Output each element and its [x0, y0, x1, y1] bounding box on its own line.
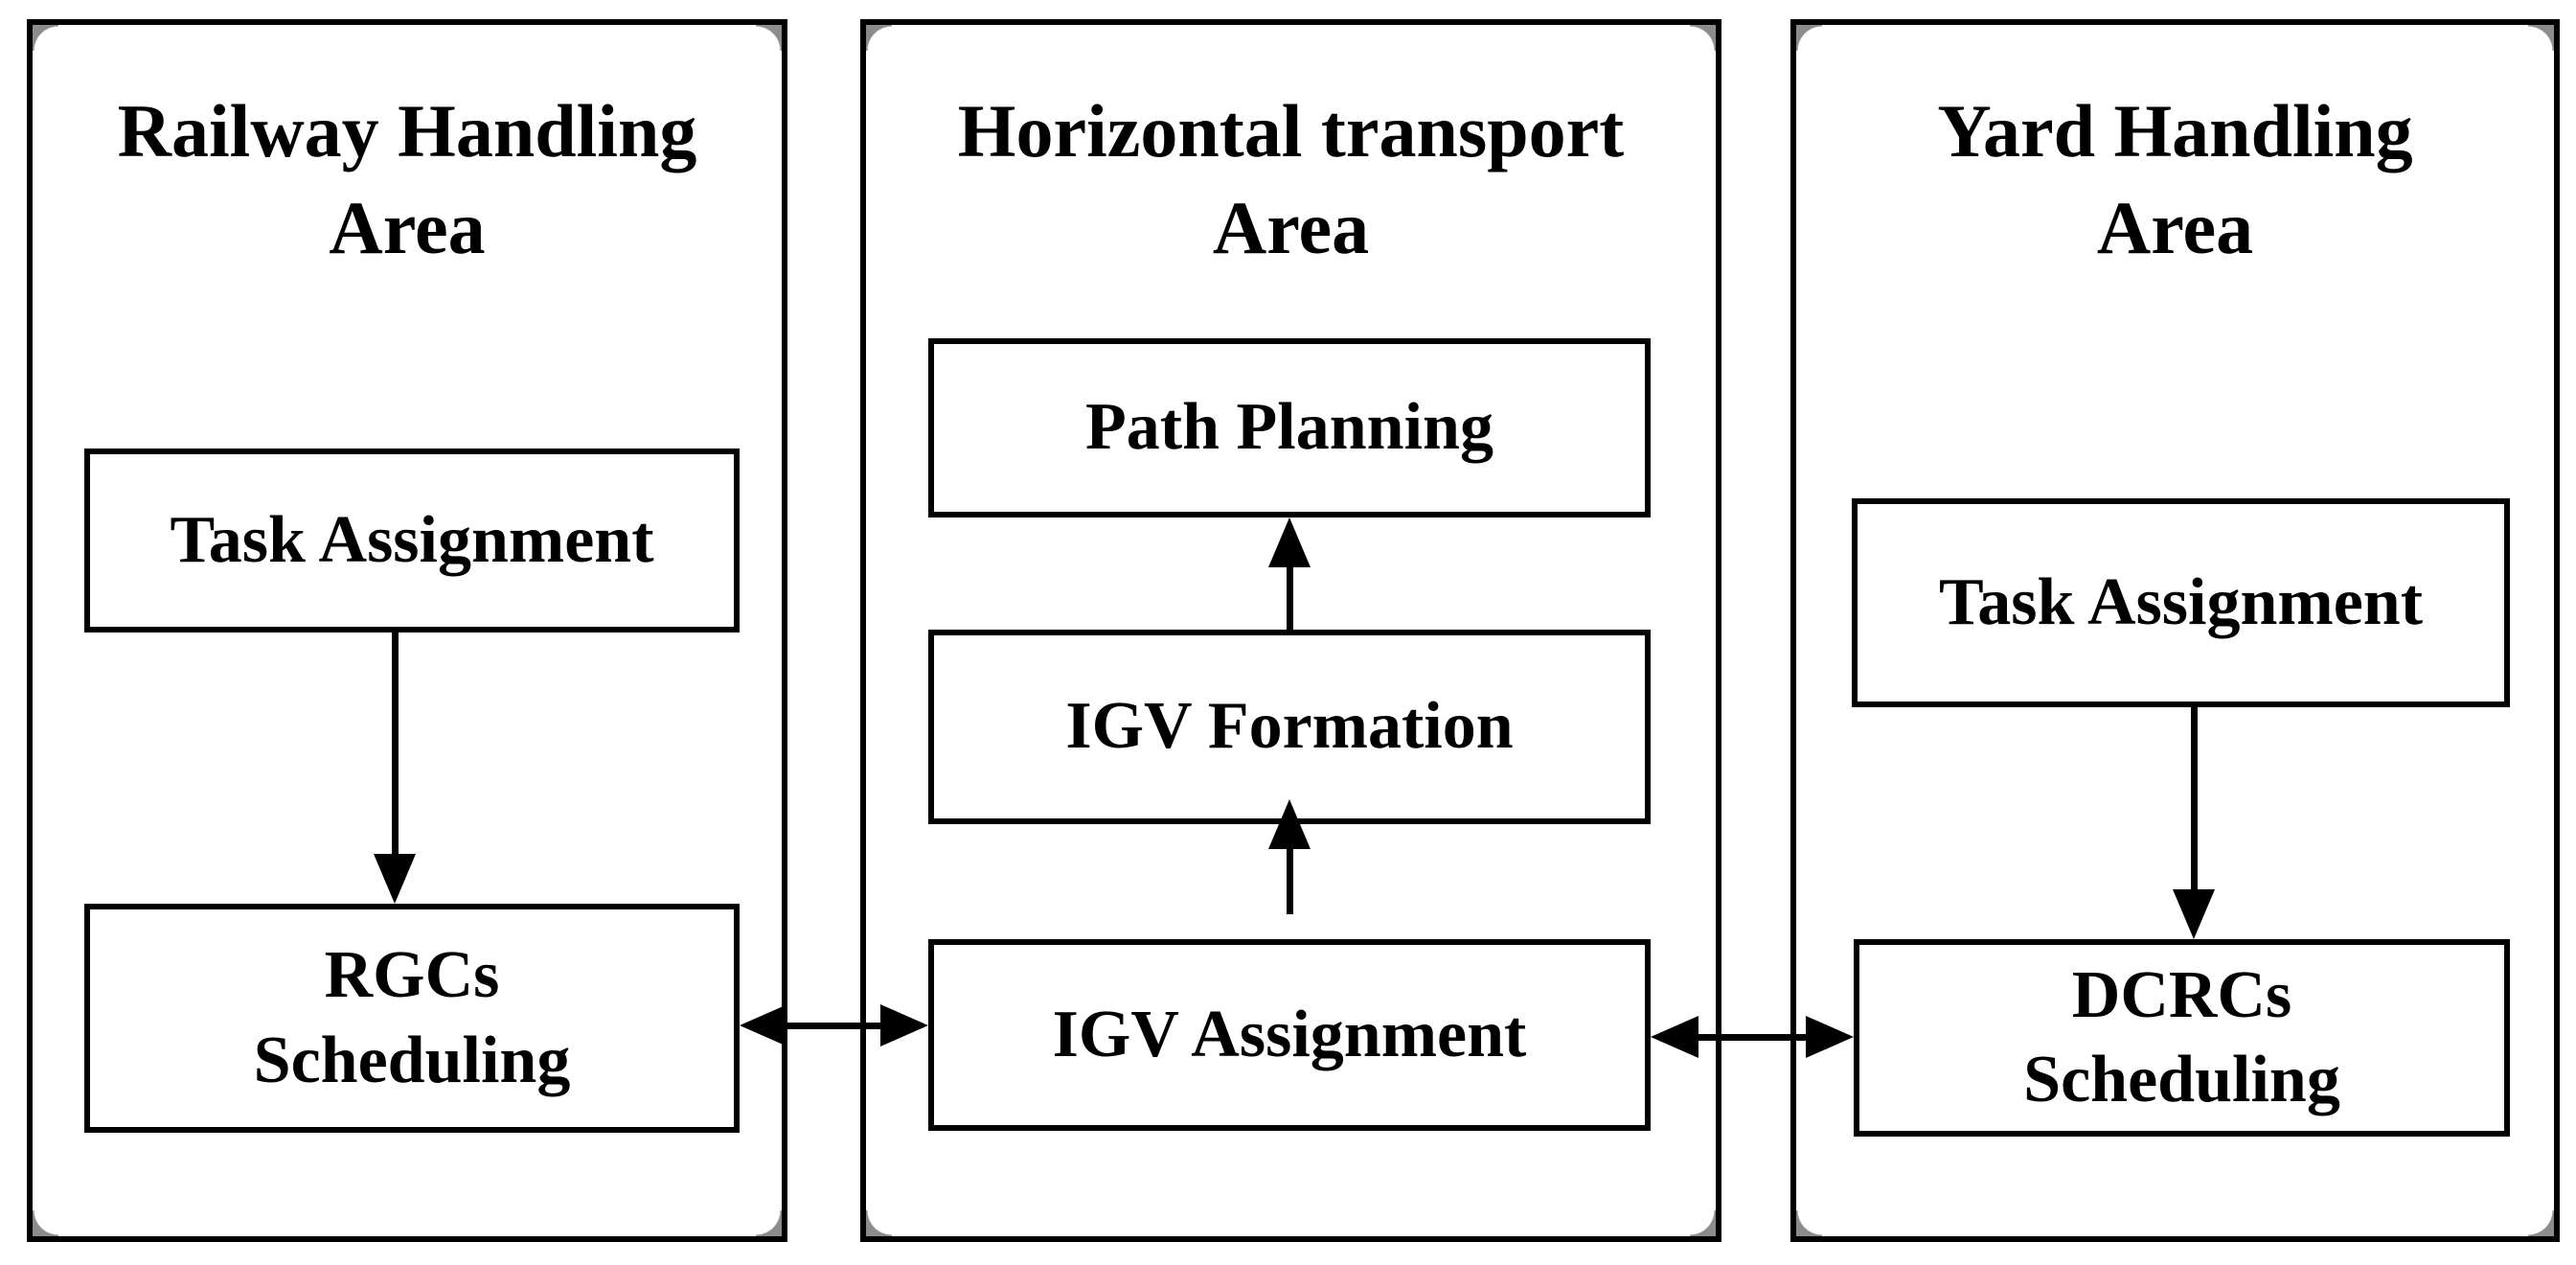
- corner-accent: [1796, 25, 1822, 51]
- railway-handling-area-panel: Railway Handling Area Task Assignment RG…: [27, 19, 787, 1242]
- railway-task-assignment-node: Task Assignment: [84, 448, 740, 632]
- arrow-task-to-rgcs: [374, 632, 416, 904]
- yard-task-assignment-label: Task Assignment: [1938, 564, 2424, 639]
- railway-task-assignment-label: Task Assignment: [170, 502, 654, 577]
- corner-accent: [1690, 1210, 1716, 1236]
- horizontal-panel-title: Horizontal transport Area: [866, 82, 1716, 277]
- arrowhead-right-icon: [1806, 1016, 1854, 1058]
- corner-accent: [866, 25, 892, 51]
- igv-assignment-label: IGV Assignment: [1052, 997, 1527, 1071]
- arrowhead-left-icon: [740, 1004, 787, 1046]
- railway-panel-title-line2: Area: [329, 186, 486, 270]
- dcrcs-scheduling-node: DCRCs Scheduling: [1854, 939, 2510, 1137]
- rgcs-scheduling-label-line2: Scheduling: [253, 1023, 571, 1097]
- arrow-shaft: [1286, 567, 1293, 630]
- arrowhead-down-icon: [374, 854, 416, 904]
- corner-accent: [756, 1210, 782, 1236]
- corner-accent: [1690, 25, 1716, 51]
- arrow-shaft: [1698, 1033, 1806, 1041]
- arrow-shaft: [2190, 707, 2198, 889]
- dcrcs-scheduling-label-line2: Scheduling: [2023, 1043, 2340, 1116]
- rgcs-scheduling-label-line1: RGCs: [324, 938, 500, 1013]
- yard-panel-title-line1: Yard Handling: [1937, 89, 2413, 172]
- arrow-igv-formation-to-path-planning: [1268, 518, 1311, 630]
- igv-formation-node: IGV Formation: [928, 630, 1651, 824]
- arrowhead-down-icon: [2173, 889, 2215, 939]
- igv-assignment-node: IGV Assignment: [928, 939, 1651, 1131]
- rgcs-scheduling-node: RGCs Scheduling: [84, 904, 740, 1133]
- dcrcs-scheduling-label-line1: DCRCs: [2071, 957, 2292, 1032]
- railway-panel-title: Railway Handling Area: [33, 82, 782, 277]
- arrowhead-up-icon: [1268, 799, 1311, 849]
- arrowhead-right-icon: [880, 1004, 928, 1046]
- arrow-igv-assignment-to-igv-formation: [1268, 799, 1311, 914]
- bidirectional-arrow-rgcs-igv-assignment: [740, 1004, 928, 1046]
- corner-accent: [33, 25, 58, 51]
- horizontal-panel-title-line2: Area: [1212, 186, 1370, 270]
- igv-formation-label: IGV Formation: [1065, 689, 1514, 764]
- corner-accent: [2528, 25, 2554, 51]
- arrowhead-left-icon: [1651, 1016, 1698, 1058]
- arrow-shaft: [1286, 849, 1293, 914]
- path-planning-label: Path Planning: [1085, 390, 1493, 465]
- arrow-shaft: [391, 632, 399, 854]
- yard-panel-title-line2: Area: [2096, 186, 2254, 270]
- yard-handling-area-panel: Yard Handling Area Task Assignment DCRCs…: [1790, 19, 2560, 1242]
- arrowhead-up-icon: [1268, 518, 1311, 567]
- yard-task-assignment-node: Task Assignment: [1852, 498, 2510, 707]
- yard-panel-title: Yard Handling Area: [1796, 82, 2554, 277]
- corner-accent: [756, 25, 782, 51]
- horizontal-panel-title-line1: Horizontal transport: [957, 89, 1625, 172]
- corner-accent: [866, 1210, 892, 1236]
- arrow-task-to-dcrcs: [2173, 707, 2215, 939]
- horizontal-transport-area-panel: Horizontal transport Area Path Planning …: [860, 19, 1721, 1242]
- arrow-shaft: [787, 1022, 880, 1029]
- corner-accent: [33, 1210, 58, 1236]
- railway-panel-title-line1: Railway Handling: [117, 89, 697, 172]
- path-planning-node: Path Planning: [928, 338, 1651, 518]
- corner-accent: [1796, 1210, 1822, 1236]
- bidirectional-arrow-igv-assignment-dcrcs: [1651, 1016, 1854, 1058]
- corner-accent: [2528, 1210, 2554, 1236]
